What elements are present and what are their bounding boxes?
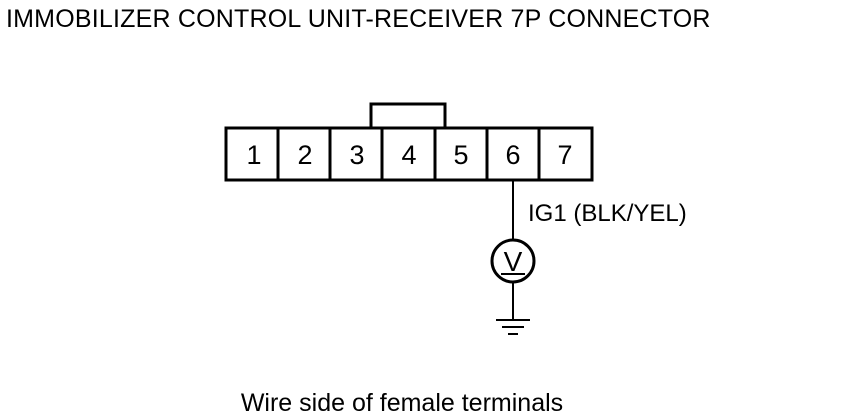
connector-body	[224, 126, 594, 182]
pin-dividers	[276, 128, 541, 180]
diagram-title: IMMOBILIZER CONTROL UNIT-RECEIVER 7P CON…	[6, 5, 711, 33]
voltmeter-symbol: V	[504, 246, 523, 277]
pin-4: 4	[401, 140, 416, 170]
pin-1: 1	[246, 140, 261, 170]
wire-label: IG1 (BLK/YEL)	[528, 200, 687, 227]
pin-7: 7	[557, 140, 572, 170]
pin-3: 3	[349, 140, 364, 170]
connector-lock-tab	[369, 102, 447, 130]
pin-2: 2	[297, 140, 312, 170]
ground-icon	[496, 319, 530, 335]
pin-6: 6	[505, 140, 520, 170]
pin-5: 5	[453, 140, 468, 170]
diagram-caption: Wire side of female terminals	[240, 389, 564, 417]
